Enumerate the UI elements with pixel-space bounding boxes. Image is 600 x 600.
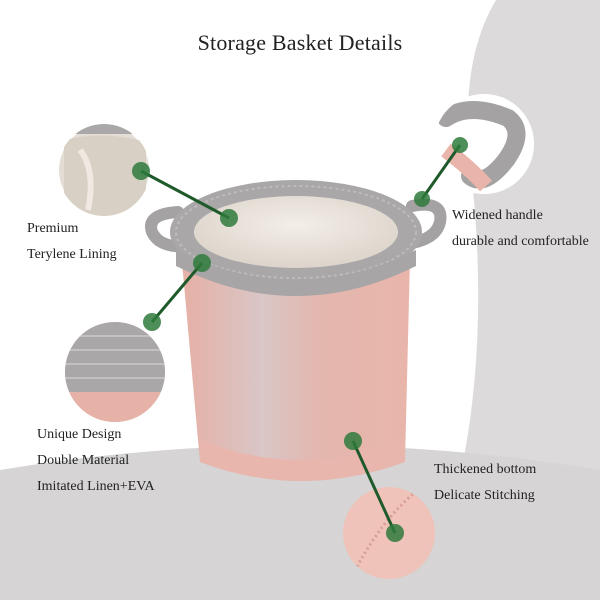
leader-line-design — [150, 262, 204, 323]
marker-dot — [452, 137, 468, 153]
marker-dot — [132, 162, 150, 180]
leader-line-handle — [420, 144, 462, 200]
bottom-caption-line2: Delicate Stitching — [434, 488, 535, 503]
marker-dot — [143, 313, 161, 331]
bottom-caption-line1: Thickened bottom — [434, 462, 537, 477]
basket-bottom-band — [200, 440, 405, 481]
handle-detail-circle — [434, 94, 534, 194]
backdrop-floor — [0, 445, 600, 600]
bottom-caption: Thickened bottom Delicate Stitching — [434, 457, 536, 509]
design-caption-line3: Imitated Linen+EVA — [37, 479, 155, 494]
backdrop-right-panel — [420, 0, 600, 600]
leader-line-bottom — [351, 440, 397, 534]
marker-dot — [414, 191, 430, 207]
design-detail-circle — [65, 322, 165, 422]
page-title: Storage Basket Details — [197, 30, 403, 55]
basket-body — [182, 258, 410, 481]
storage-basket — [145, 180, 447, 481]
basket-rim-lower — [176, 250, 416, 296]
handle-caption-line1: Widened handle — [452, 208, 543, 223]
marker-dot — [220, 209, 238, 227]
design-caption-line2: Double Material — [37, 453, 130, 468]
design-caption-line1: Unique Design — [37, 427, 122, 442]
basket-rim-texture — [175, 185, 417, 279]
basket-handle-right — [400, 198, 447, 250]
marker-dot — [344, 432, 362, 450]
leader-line-lining — [140, 169, 230, 220]
lining-caption-line1: Premium — [27, 221, 79, 236]
marker-dots — [132, 137, 468, 542]
lining-caption-line2: Terylene Lining — [27, 247, 117, 262]
basket-opening-lining — [194, 196, 398, 268]
leader-lines — [140, 144, 462, 534]
marker-dot — [193, 254, 211, 272]
handle-caption-line2: durable and comfortable — [452, 234, 589, 249]
marker-dot — [386, 524, 404, 542]
lining-detail-circle — [57, 123, 151, 217]
design-caption: Unique Design Double Material Imitated L… — [37, 422, 155, 500]
handle-caption: Widened handle durable and comfortable — [452, 203, 589, 255]
lining-caption: Premium Terylene Lining — [27, 216, 117, 268]
